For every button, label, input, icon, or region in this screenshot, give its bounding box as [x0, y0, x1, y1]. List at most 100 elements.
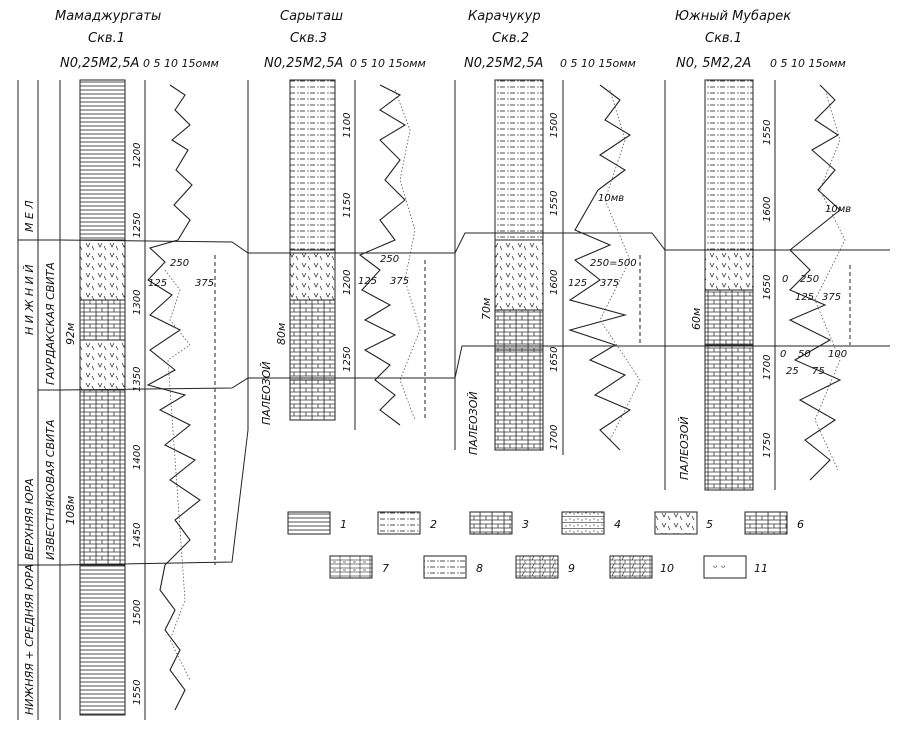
stratigraphy-labels: Н И Ж Н И Й М Е Л ГАУРДАКСКАЯ СВИТА 92м … — [23, 200, 77, 715]
legend-number: 6 — [797, 518, 804, 531]
area-name: Мамаджургаты — [55, 9, 161, 24]
depth-tick: 1750 — [762, 433, 773, 458]
well-number: Скв.2 — [492, 31, 529, 46]
well-4-log: 10мв 0 250 125 375 0 50 100 25 75 — [774, 80, 851, 490]
depth-tick: 1150 — [342, 193, 353, 218]
legend-item-8: 8 — [423, 555, 483, 579]
area-name: Сарыташ — [280, 9, 343, 24]
legend-item-1: 1 — [287, 511, 347, 535]
well-1-log: 250 125 375 — [144, 80, 216, 720]
well-4-depths: 1550 1600 1650 1700 1750 — [762, 120, 773, 458]
legend-item-5: 5 — [654, 511, 713, 535]
depth-tick: 1500 — [549, 113, 560, 138]
well-2-log: 250 125 375 — [354, 80, 426, 430]
depth-tick: 1650 — [762, 275, 773, 300]
well-4-lithology — [664, 79, 754, 491]
curve-label: 375 — [600, 278, 619, 289]
curve-label: 0 — [780, 349, 786, 360]
curve-label: 375 — [390, 276, 409, 287]
legend-item-9: 9 — [515, 555, 575, 579]
depth-tick: 1650 — [549, 347, 560, 372]
curve-label: 250=500 — [590, 258, 637, 269]
well-2-depths: 1100 1150 1200 1250 — [342, 113, 353, 372]
depth-tick: 1700 — [549, 425, 560, 450]
depth-tick: 1250 — [132, 213, 143, 238]
base-limestone-line — [59, 429, 249, 566]
legend-number: 10 — [660, 562, 674, 575]
thickness-label: 70м — [480, 298, 493, 320]
depth-tick: 1700 — [762, 355, 773, 380]
top-limestone-line — [59, 345, 890, 391]
depth-tick: 1350 — [132, 367, 143, 392]
curve-label: 125 — [568, 278, 587, 289]
system-label: Н И Ж Н И Й — [23, 264, 36, 335]
top-gaurdak-line — [59, 232, 890, 254]
well-number: Скв.1 — [705, 31, 742, 46]
well-3-depths: 1500 1550 1600 1650 1700 — [549, 113, 560, 450]
well-number: Скв.3 — [290, 31, 327, 46]
series-label: НИЖНЯЯ + СРЕДНЯЯ ЮРА — [23, 564, 36, 715]
legend-number: 1 — [340, 518, 347, 531]
legend-number: 2 — [430, 518, 437, 531]
series-label: ВЕРХНЯЯ ЮРА — [23, 478, 36, 560]
well-number: Скв.1 — [88, 31, 125, 46]
well-1-depths: 1200 1250 1300 1350 1400 1450 1500 1550 — [132, 143, 143, 705]
legend-item-6: 6 — [744, 511, 804, 535]
resistivity-scale: 0 5 10 15омм — [143, 57, 219, 70]
basement-label: ПАЛЕОЗОЙ — [260, 361, 273, 425]
area-name: Карачукур — [468, 9, 541, 24]
header-well-1: Мамаджургаты Скв.1 N0,25M2,5A 0 5 10 15о… — [55, 9, 219, 71]
curve-label: 125 — [358, 276, 377, 287]
header-well-2: Сарыташ Скв.3 N0,25M2,5A 0 5 10 15омм — [264, 9, 426, 71]
well-1-lithology — [79, 79, 126, 716]
curve-label: 0 — [782, 274, 788, 285]
depth-tick: 1100 — [342, 113, 353, 138]
tool-label: N0,25M2,5A — [60, 56, 139, 71]
well-3-log: 10мв 250=500 125 375 — [562, 80, 641, 455]
tool-label: N0, 5M2,2A — [676, 56, 751, 71]
legend-item-11: ᵕ ᵕ 11 — [703, 555, 768, 579]
depth-tick: 1500 — [132, 600, 143, 625]
sp-label: 10мв — [598, 193, 624, 204]
depth-tick: 1300 — [132, 290, 143, 315]
legend-number: 7 — [382, 562, 389, 575]
curve-label: 250 — [380, 254, 399, 265]
lithology-legend: 1 2 3 4 5 6 7 8 9 10 ᵕ ᵕ 11 — [287, 511, 804, 579]
tool-label: N0,25M2,5A — [464, 56, 543, 71]
system-label: М Е Л — [23, 200, 36, 232]
depth-tick: 1250 — [342, 347, 353, 372]
legend-item-2: 2 — [377, 511, 437, 535]
header-well-3: Карачукур Скв.2 N0,25M2,5A 0 5 10 15омм — [464, 9, 636, 71]
curve-label: 125 — [148, 278, 167, 289]
legend-item-10: 10 — [609, 555, 674, 579]
curve-label: 75 — [812, 366, 825, 377]
legend-number: 9 — [568, 562, 575, 575]
resistivity-scale: 0 5 10 15омм — [770, 57, 846, 70]
depth-tick: 1550 — [132, 680, 143, 705]
depth-tick: 1200 — [342, 270, 353, 295]
legend-number: 11 — [754, 562, 768, 575]
curve-label: 250 — [170, 258, 189, 269]
sp-label: 10мв — [825, 204, 851, 215]
depth-tick: 1400 — [132, 445, 143, 470]
stratigraphy-column — [17, 80, 61, 720]
legend-item-3: 3 — [469, 511, 529, 535]
well-3-lithology — [454, 79, 544, 451]
well-2-lithology — [247, 79, 336, 430]
basement-label: ПАЛЕОЗОЙ — [678, 416, 691, 480]
basement-label: ПАЛЕОЗОЙ — [467, 391, 480, 455]
legend-number: 5 — [706, 518, 713, 531]
legend-item-4: 4 — [561, 511, 621, 535]
depth-tick: 1200 — [132, 143, 143, 168]
depth-tick: 1450 — [132, 523, 143, 548]
depth-tick: 1550 — [762, 120, 773, 145]
suite-label: ГАУРДАКСКАЯ СВИТА — [44, 262, 57, 385]
depth-tick: 1600 — [549, 270, 560, 295]
legend-item-7: 7 — [329, 555, 389, 579]
svg-text:ᵕ ᵕ: ᵕ ᵕ — [713, 561, 726, 574]
legend-number: 8 — [476, 562, 483, 575]
legend-number: 3 — [522, 518, 529, 531]
curve-label: 250 — [800, 274, 819, 285]
resistivity-scale: 0 5 10 15омм — [350, 57, 426, 70]
